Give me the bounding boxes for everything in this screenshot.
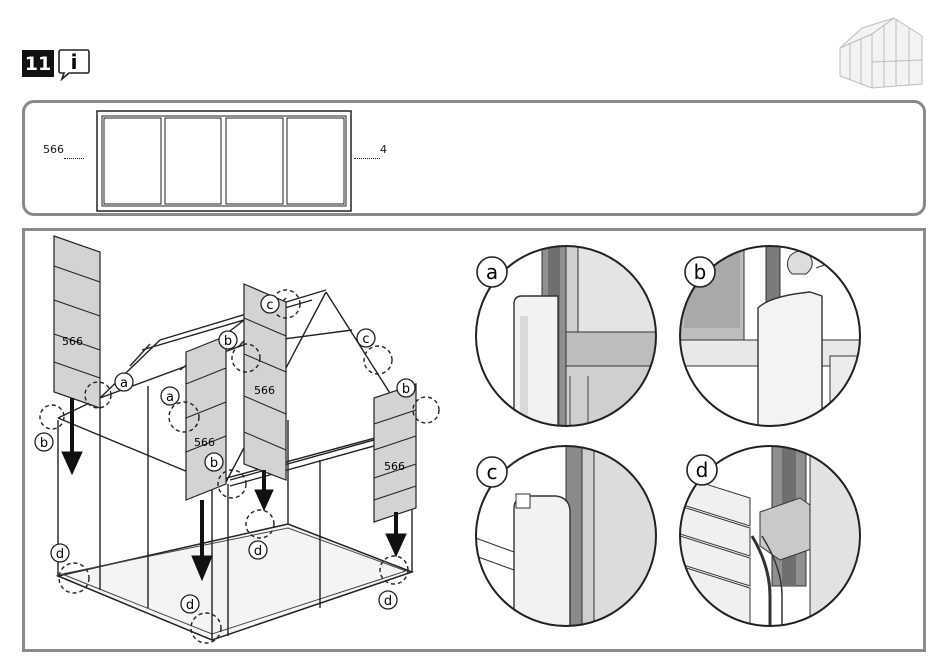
- panel-label: 566: [194, 436, 215, 449]
- callout-label: c: [266, 298, 273, 313]
- greenhouse-assembly-drawing: 566 566 566 566 a a b b b b c c d d d d: [25, 231, 455, 649]
- detail-views: a b c: [470, 236, 920, 646]
- part-code-label: 566: [43, 143, 64, 156]
- callout-label: b: [210, 456, 218, 471]
- leader-line: [354, 158, 380, 159]
- step-number-badge: 11: [22, 50, 54, 77]
- callout-label: d: [384, 594, 392, 609]
- leader-line: [64, 158, 84, 159]
- callout-label: d: [254, 544, 262, 559]
- callout-label: d: [56, 547, 64, 562]
- callout-label: a: [166, 390, 174, 405]
- detail-label: d: [696, 458, 709, 482]
- callout-label: c: [362, 332, 369, 347]
- info-icon: i: [57, 47, 91, 81]
- detail-label: b: [694, 260, 707, 284]
- panel-set-drawing: [96, 110, 352, 212]
- greenhouse-thumbnail-icon: [832, 14, 928, 92]
- detail-label: c: [487, 460, 498, 484]
- svg-text:i: i: [71, 50, 78, 74]
- callout-label: b: [402, 382, 410, 397]
- callout-label: a: [120, 376, 128, 391]
- callout-label: b: [224, 334, 232, 349]
- part-quantity-label: 4: [380, 143, 387, 156]
- detail-label: a: [486, 260, 498, 284]
- panel-label: 566: [384, 460, 405, 473]
- callout-label: d: [186, 598, 194, 613]
- panel-label: 566: [62, 335, 83, 348]
- callout-label: b: [40, 436, 48, 451]
- panel-label: 566: [254, 384, 275, 397]
